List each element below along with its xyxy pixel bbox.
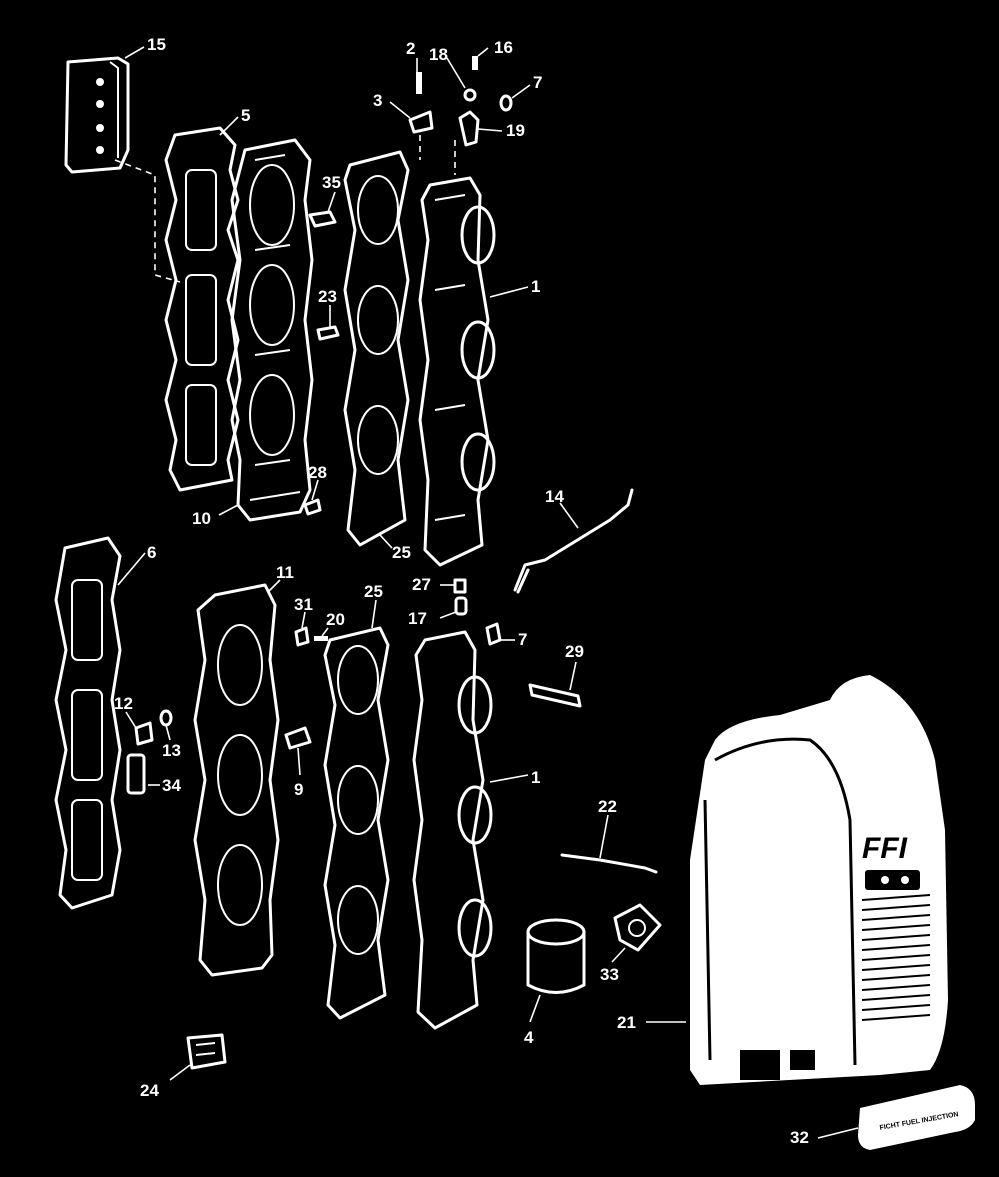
callout-3: 3 — [373, 91, 382, 110]
callout-23: 23 — [318, 287, 337, 306]
part-4-sleeve — [526, 918, 586, 994]
part-25-gasket-upper — [343, 150, 410, 547]
callout-28: 28 — [308, 463, 327, 482]
small-parts-lower — [126, 578, 582, 795]
part-1-manifold-upper — [418, 176, 496, 567]
callout-6: 6 — [147, 543, 156, 562]
dash-line-15 — [114, 159, 181, 283]
callout-27: 27 — [412, 575, 431, 594]
callout-24: 24 — [140, 1081, 159, 1100]
callout-17: 17 — [408, 609, 427, 628]
callout-34: 34 — [162, 776, 181, 795]
callout-1-upper: 1 — [531, 277, 540, 296]
callout-21: 21 — [617, 1013, 636, 1032]
small-parts-top — [408, 56, 513, 175]
callout-12: 12 — [114, 694, 133, 713]
callout-1-lower: 1 — [531, 768, 540, 787]
callout-19: 19 — [506, 121, 525, 140]
callout-18: 18 — [429, 45, 448, 64]
callout-14: 14 — [545, 487, 564, 506]
callout-32: 32 — [790, 1128, 809, 1147]
part-5-gasket — [164, 126, 240, 492]
part-33-fitting — [613, 903, 662, 952]
callout-33: 33 — [600, 965, 619, 984]
callout-9: 9 — [294, 780, 303, 799]
callout-7-top: 7 — [533, 73, 542, 92]
callout-25-upper: 25 — [392, 543, 411, 562]
callout-5: 5 — [241, 106, 250, 125]
callout-22: 22 — [598, 797, 617, 816]
callout-15: 15 — [147, 35, 166, 54]
callout-2: 2 — [406, 39, 415, 58]
callout-31: 31 — [294, 595, 313, 614]
callout-13: 13 — [162, 741, 181, 760]
part-21-engine-cover[interactable]: FFI — [690, 675, 948, 1085]
part-25-gasket-lower — [323, 626, 390, 1020]
part-24-clip — [186, 1033, 227, 1070]
part-32-decal: FICHT FUEL INJECTION — [858, 1085, 975, 1150]
part-6-gasket — [54, 536, 122, 910]
part-10-intake-block — [230, 138, 314, 522]
cover-logo: FFI — [862, 832, 908, 865]
part-15-cover-plate — [64, 56, 130, 174]
callout-25-lower: 25 — [364, 582, 383, 601]
callout-29: 29 — [565, 642, 584, 661]
part-14-link-rod — [513, 488, 634, 594]
fittings-35-23-28 — [303, 210, 340, 516]
callout-numbers: 15 5 2 18 16 7 3 19 35 1 23 28 10 25 14 … — [114, 35, 809, 1147]
callout-11: 11 — [276, 563, 294, 582]
part-11-intake-block — [193, 583, 280, 977]
callout-16: 16 — [494, 38, 513, 57]
cover-vent-slots — [861, 894, 931, 1021]
callout-35: 35 — [322, 173, 341, 192]
callout-20: 20 — [326, 610, 345, 629]
part-1-manifold-lower — [412, 630, 493, 1030]
callout-4: 4 — [524, 1028, 534, 1047]
part-22-rod — [560, 853, 658, 874]
callout-7-lower: 7 — [518, 630, 527, 649]
leader-lines — [117, 46, 859, 1139]
callout-10: 10 — [192, 509, 211, 528]
